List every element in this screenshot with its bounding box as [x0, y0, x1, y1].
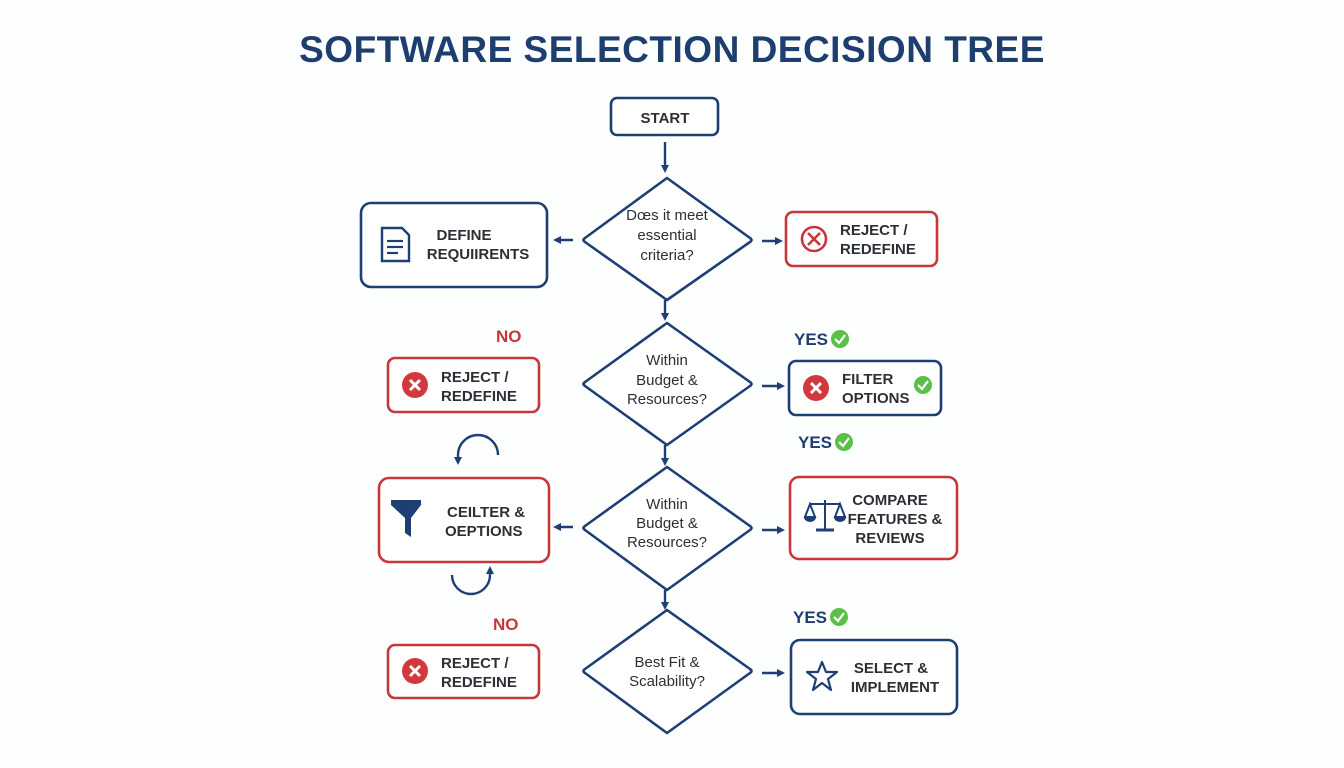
yes-label: YES: [794, 330, 828, 349]
decision-1: Dœs it meet essential criteria?: [582, 176, 753, 302]
box-text: FILTER: [842, 371, 894, 388]
x-circle-outline-icon: [800, 225, 828, 253]
document-icon: [380, 226, 411, 263]
decision-text: Scalability?: [629, 673, 705, 690]
box-text: OPTIONS: [842, 390, 910, 407]
decision-4: Best Fit & Scalability?: [582, 608, 753, 735]
box-text: REJECT /: [441, 369, 509, 386]
x-circle-icon: [402, 372, 428, 398]
box-text: CEILTER &: [447, 504, 525, 521]
box-text: REQUIIRENTS: [427, 246, 530, 263]
box-text: REVIEWS: [855, 530, 924, 547]
yes-label: YES: [798, 433, 832, 452]
decision-text: essential: [637, 227, 696, 244]
yes-label-2: YES: [798, 433, 853, 452]
define-requirements-box: DEFINE REQUIIRENTS: [359, 201, 549, 289]
connectors: [450, 142, 785, 677]
x-circle-icon: [402, 658, 428, 684]
decision-text: Resources?: [627, 534, 707, 551]
box-text: COMPARE: [852, 492, 928, 509]
box-text: FEATURES &: [848, 511, 943, 528]
decision-text: Resources?: [627, 391, 707, 408]
decision-3: Within Budget & Resources?: [582, 465, 753, 592]
decision-text: Within: [646, 496, 688, 513]
box-text: DEFINE: [436, 227, 491, 244]
reject-redefine-box-3: REJECT / REDEFINE: [386, 643, 541, 700]
start-label: START: [641, 110, 690, 127]
check-icon: [831, 330, 849, 348]
yes-label: YES: [793, 608, 827, 627]
reject-redefine-box-1: REJECT / REDEFINE: [784, 210, 939, 268]
filter-options-box: FILTER OPTIONS: [787, 359, 943, 417]
box-text: OEPTIONS: [445, 523, 523, 540]
box-text: IMPLEMENT: [851, 679, 939, 696]
yes-label-3: YES: [793, 608, 848, 627]
decision-text: criteria?: [640, 247, 693, 264]
box-text: REJECT /: [840, 222, 908, 239]
decision-text: Within: [646, 352, 688, 369]
decision-text: Best Fit &: [634, 654, 699, 671]
star-icon: [805, 660, 839, 692]
balance-scale-icon: [803, 500, 847, 532]
box-text: REDEFINE: [441, 388, 517, 405]
check-icon: [830, 608, 848, 626]
funnel-icon: [391, 500, 421, 537]
loop-arrow-bottom-icon: [450, 566, 494, 596]
decision-text: Budget &: [636, 372, 698, 389]
box-text: SELECT &: [854, 660, 928, 677]
decision-2: Within Budget & Resources?: [582, 321, 753, 447]
page-title: SOFTWARE SELECTION DECISION TREE: [299, 29, 1045, 70]
decision-text: Budget &: [636, 515, 698, 532]
yes-label-1: YES: [794, 330, 849, 349]
start-node: START: [609, 96, 720, 137]
decision-text: Dœs it meet: [626, 207, 709, 224]
no-label: NO: [493, 615, 519, 634]
box-text: REDEFINE: [441, 674, 517, 691]
loop-arrow-top-icon: [454, 433, 500, 465]
reject-redefine-box-2: REJECT / REDEFINE: [386, 356, 541, 414]
filter-and-options-box: CEILTER & OEPTIONS: [377, 476, 551, 564]
x-circle-icon: [803, 375, 829, 401]
box-text: REJECT /: [441, 655, 509, 672]
check-icon: [914, 376, 932, 394]
select-implement-box: SELECT & IMPLEMENT: [789, 638, 959, 716]
box-text: REDEFINE: [840, 241, 916, 258]
no-label: NO: [496, 327, 522, 346]
check-icon: [835, 433, 853, 451]
compare-features-box: COMPARE FEATURES & REVIEWS: [788, 475, 959, 561]
